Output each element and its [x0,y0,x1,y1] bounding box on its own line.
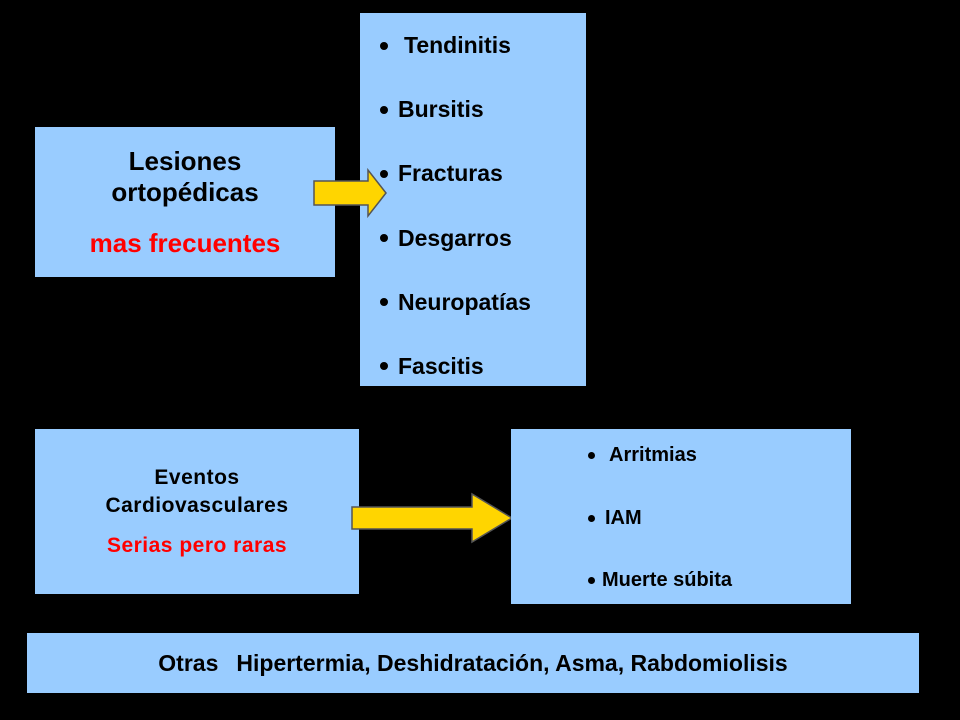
list-item: Desgarros [380,225,586,252]
list-item: Neuropatías [380,289,586,316]
cardio-box: Eventos Cardiovasculares Serias pero rar… [35,429,359,594]
orthopedic-title-line2: ortopédicas [111,176,259,207]
bullet-dot-icon [380,105,388,114]
orthopedic-list: Tendinitis Bursitis Fracturas Desgarros … [360,13,586,386]
bullet-dot-icon [380,362,388,371]
list-item: Muerte súbita [588,569,851,592]
cardio-list: Arritmias IAM Muerte súbita [511,429,851,604]
list-item: Tendinitis [380,32,586,59]
list-item-label: Desgarros [398,224,512,251]
bullet-dot-icon [380,298,388,307]
other-text: Hipertermia, Deshidratación, Asma, Rabdo… [236,649,788,676]
list-item: Fracturas [380,160,586,187]
list-item-label: Bursitis [398,96,484,123]
list-item-label: Fascitis [398,352,484,379]
list-item-label: Neuropatías [398,288,531,315]
cardio-title-line1: Eventos [154,465,240,489]
arrow-right-icon [313,167,387,219]
bullet-dot-icon [588,577,595,584]
bullet-dot-icon [588,452,595,459]
arrow-right-icon [351,492,514,544]
arrow-shape [313,167,387,219]
list-item: Bursitis [380,96,586,123]
cardio-title-line2: Cardiovasculares [105,493,289,517]
list-item-label: IAM [605,506,642,529]
bullet-dot-icon [380,234,388,243]
cardio-subtitle: Serias pero raras [106,533,288,557]
other-label: Otras [158,649,219,676]
list-item: Fascitis [380,353,586,380]
bullet-dot-icon [380,169,388,178]
bullet-dot-icon [588,514,595,522]
list-item: IAM [588,507,851,530]
list-item: Arritmias [588,444,851,467]
other-bar: Otras Hipertermia, Deshidratación, Asma,… [27,633,919,693]
list-item-label: Muerte súbita [602,569,733,591]
list-item-label: Fracturas [398,160,503,187]
arrow-shape [351,492,514,544]
bullet-dot-icon [380,41,388,50]
orthopedic-box: Lesiones ortopédicas mas frecuentes [35,127,335,277]
orthopedic-subtitle: mas frecuentes [89,227,281,258]
list-item-label: Arritmias [609,444,697,466]
orthopedic-title-line1: Lesiones [128,145,242,176]
list-item-label: Tendinitis [404,32,511,58]
